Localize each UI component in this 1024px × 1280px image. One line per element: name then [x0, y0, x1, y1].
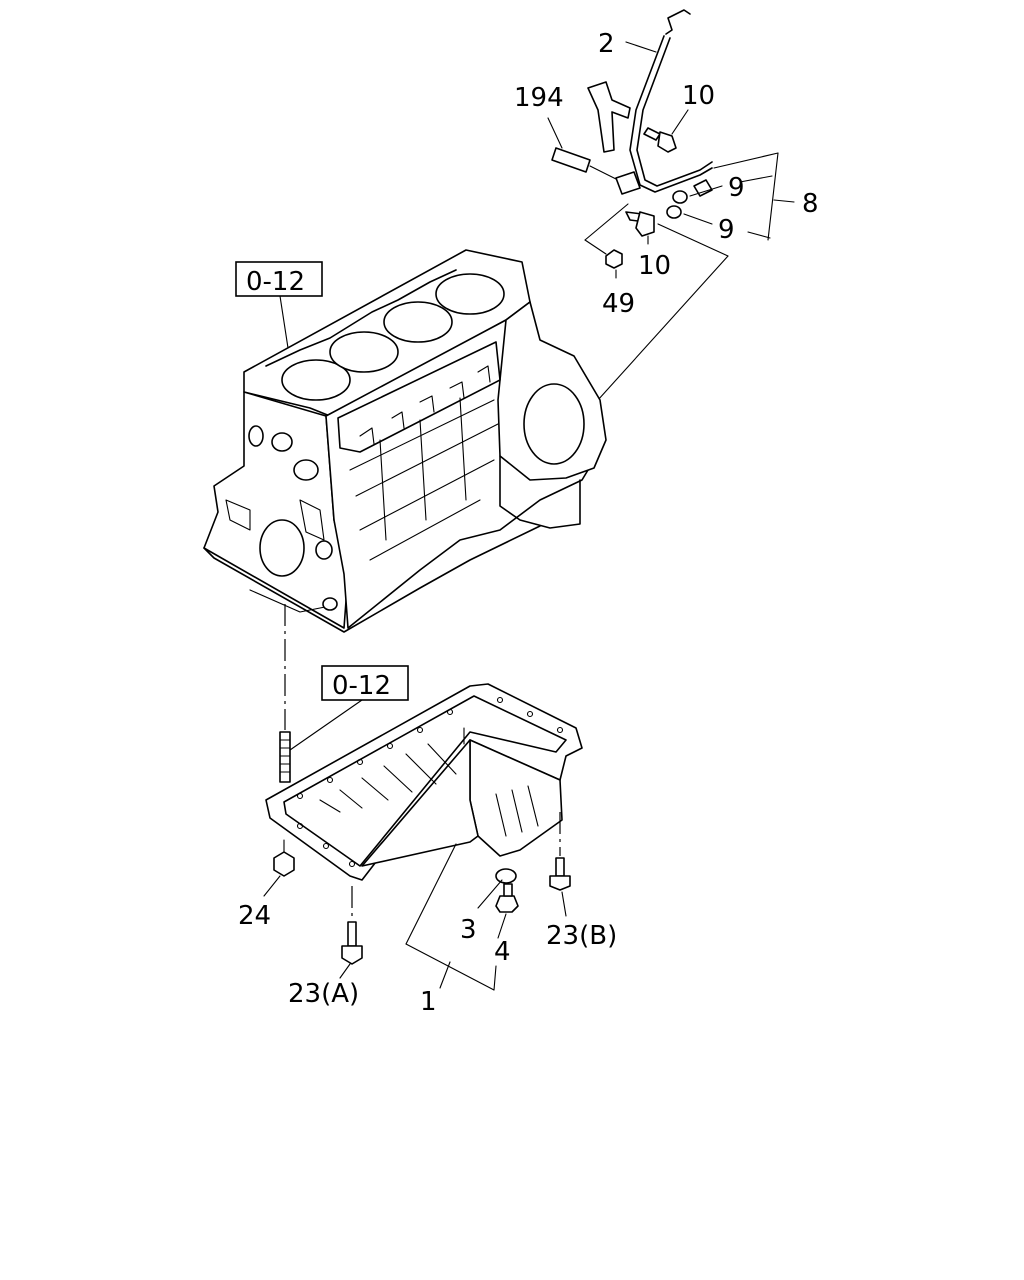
label-part-9-upper: 9	[728, 173, 745, 203]
label-part-23a: 23(A)	[288, 979, 359, 1009]
oil-pan	[265, 683, 583, 881]
label-part-24: 24	[238, 901, 271, 931]
cylinder-block	[203, 249, 607, 633]
reference-box-upper: 0-12	[235, 261, 323, 349]
label-part-23b: 23(B)	[546, 921, 617, 951]
reference-box-lower: 0-12	[289, 665, 409, 751]
label-part-4: 4	[494, 937, 511, 967]
label-part-9-lower: 9	[718, 215, 735, 245]
label-part-10-upper: 10	[682, 81, 715, 111]
pan-fasteners	[273, 812, 571, 965]
ref-label-upper: 0-12	[246, 267, 305, 297]
part-labels: 2 194 10 9 8 9 10 49 24 3 4 23(B) 23(A) …	[238, 29, 819, 1017]
ref-label-lower: 0-12	[332, 671, 391, 701]
label-part-49: 49	[602, 289, 635, 319]
label-part-194: 194	[514, 83, 564, 113]
label-part-1: 1	[420, 987, 437, 1017]
label-part-2: 2	[598, 29, 615, 59]
label-part-10-lower: 10	[638, 251, 671, 281]
dipstick-assembly	[551, 9, 713, 269]
label-part-8: 8	[802, 189, 819, 219]
leader-lines-lower	[263, 843, 567, 991]
label-part-3: 3	[460, 915, 477, 945]
